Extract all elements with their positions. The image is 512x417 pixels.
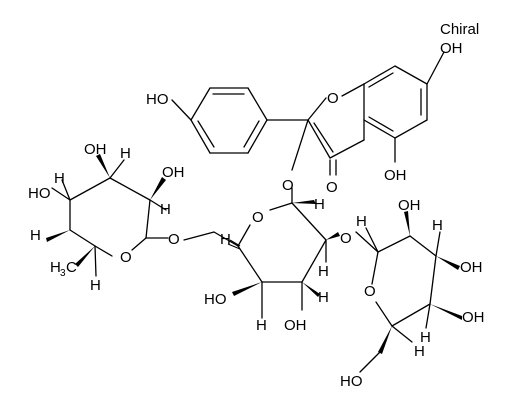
svg-text:C: C — [66, 259, 77, 276]
label-glc-ring-o: O — [252, 209, 264, 226]
label-glc-o-2: O — [340, 230, 352, 247]
label-5-oh: OH — [384, 167, 407, 184]
rhamnose-ring — [46, 154, 169, 277]
svg-text:H: H — [50, 259, 61, 276]
label-glc2-h-5: H — [414, 343, 425, 360]
label-rha-h-d: H — [30, 227, 41, 244]
label-rha-glyco-o: O — [168, 231, 180, 248]
label-glc-h-3: H — [318, 289, 329, 306]
label-glc2-oh-2: OH — [398, 197, 421, 214]
label-rha-ring-o: O — [120, 249, 132, 266]
label-rha-h-b: H — [120, 145, 131, 162]
label-rha-ho-4: HO — [28, 185, 51, 202]
label-rha-h-c: H — [160, 201, 171, 218]
label-methyl: H 3 C — [50, 259, 77, 279]
right-glucose-ring — [355, 211, 462, 373]
label-glc2-h-1: H — [356, 213, 367, 230]
svg-text:3: 3 — [60, 268, 66, 279]
glycosidic-linker — [183, 231, 239, 247]
label-rha-oh-2: OH — [84, 141, 107, 158]
atom-labels: OH OH O O O HO OH OH HO O O H H H H H H … — [28, 40, 485, 390]
label-glc-oh-3: OH — [284, 317, 307, 334]
label-carbonyl-o: O — [326, 179, 338, 196]
label-rha-h-a: H — [54, 170, 65, 187]
label-glc2-h-4: H — [420, 329, 431, 346]
chiral-flag: Chiral — [440, 21, 479, 38]
label-glc2-oh-4: OH — [462, 309, 485, 326]
label-ring-o: O — [327, 90, 339, 107]
label-glc-h-5: H — [220, 231, 231, 248]
label-rha-h-e: H — [90, 277, 101, 294]
label-glc-h-2: H — [318, 263, 329, 280]
central-glucose-ring — [227, 187, 340, 319]
label-glc-h-1: H — [314, 196, 325, 213]
label-glc2-h-2: H — [432, 217, 443, 234]
label-glc-h-4: H — [256, 317, 267, 334]
label-7-oh: OH — [440, 40, 463, 57]
flavone-core — [171, 51, 445, 176]
label-glc2-ring-o: O — [364, 283, 376, 300]
label-glc2-ch2oh: HO — [340, 373, 363, 390]
label-3-o: O — [282, 177, 294, 194]
label-glc2-oh-3: OH — [460, 259, 483, 276]
label-4p-oh: HO — [146, 91, 169, 108]
label-glc-ho-4: HO — [204, 291, 227, 308]
label-rha-oh-3: OH — [162, 164, 185, 181]
